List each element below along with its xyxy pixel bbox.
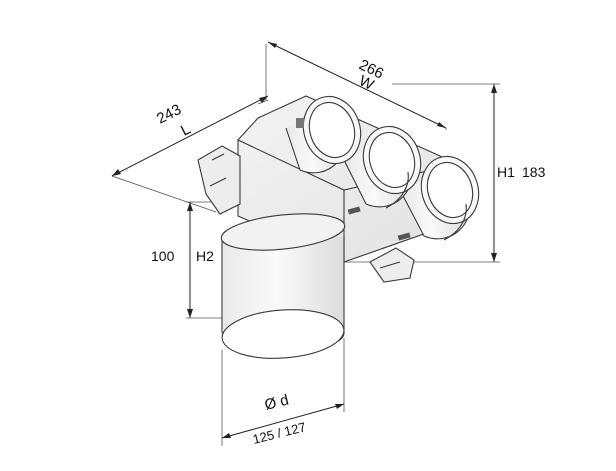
outlet-stub-1 — [285, 95, 362, 174]
h1-value-label: 183 — [522, 164, 546, 180]
arrowhead — [335, 404, 344, 409]
arrowhead — [187, 309, 193, 318]
h2-value-label: 100 — [151, 248, 175, 264]
arrowhead — [437, 122, 446, 128]
arrowhead — [222, 433, 231, 438]
spigot-top-rim — [220, 213, 346, 251]
h2-symbol-label: H2 — [196, 248, 214, 264]
arrowhead — [268, 42, 277, 48]
spigot-opening — [221, 309, 345, 359]
diameter-symbol-label: Ø d — [263, 392, 291, 414]
arrowhead — [112, 169, 121, 176]
h1-symbol-label: H1 — [497, 164, 515, 180]
main-spigot — [220, 213, 346, 359]
length-symbol-label: L — [178, 121, 193, 140]
diameter-dimension-line — [221, 403, 345, 439]
arrowhead — [259, 96, 268, 103]
outlet-stub-3 — [399, 155, 480, 240]
dimension-lines — [111, 41, 497, 439]
diameter-value-label: 125 / 127 — [251, 419, 307, 447]
mounting-brackets — [197, 145, 415, 283]
arrowhead — [187, 202, 193, 211]
outlet-stubs — [285, 95, 480, 241]
outlet-stub-2 — [343, 125, 422, 208]
arrowhead — [491, 84, 497, 93]
length-dimension-line — [111, 95, 269, 177]
arrowhead — [491, 253, 497, 262]
width-dimension-line — [267, 41, 447, 129]
